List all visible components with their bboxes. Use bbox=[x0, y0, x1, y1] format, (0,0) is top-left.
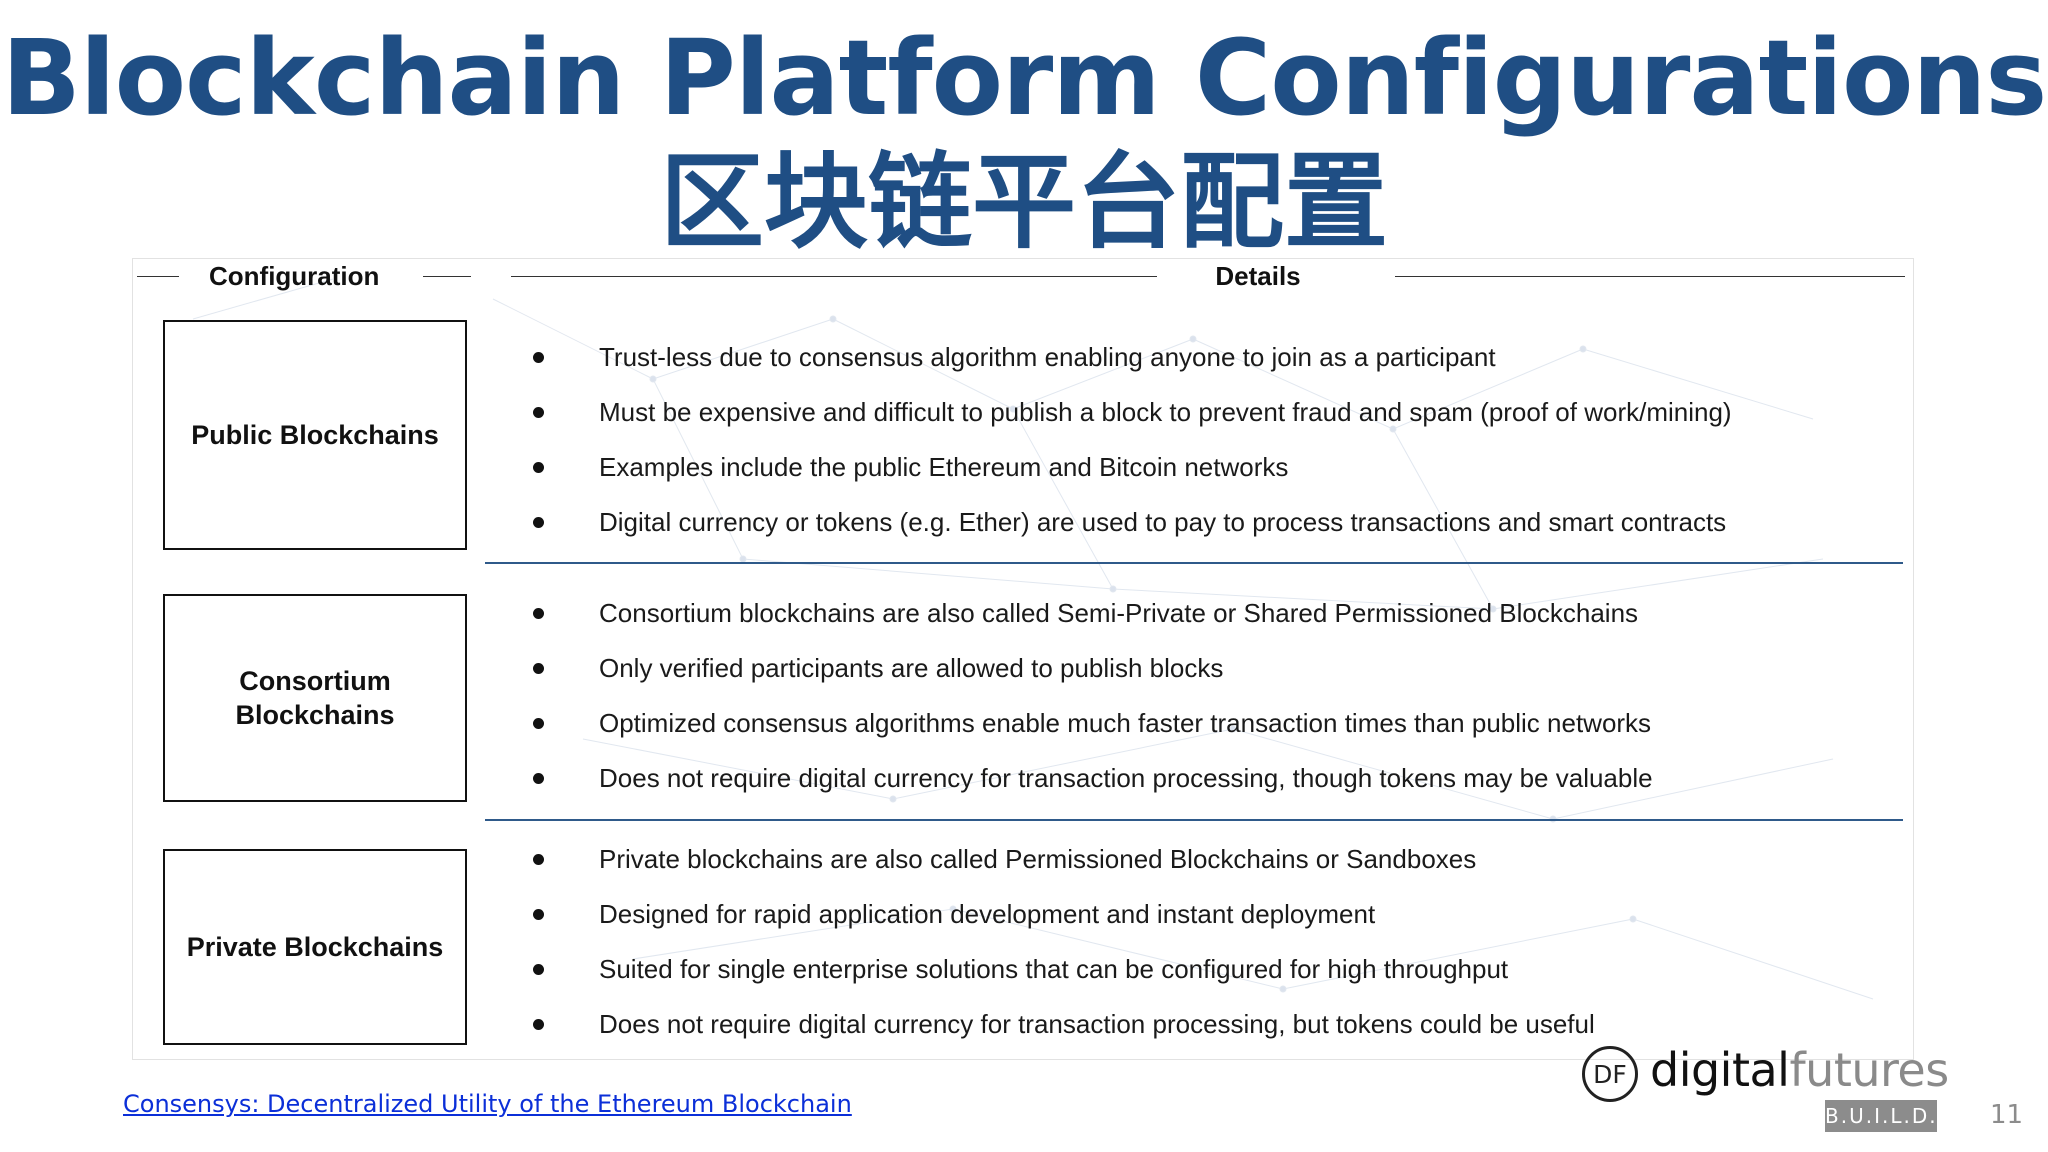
detail-item: Does not require digital currency for tr… bbox=[533, 758, 1653, 798]
logo-wordmark: digitalfutures bbox=[1650, 1042, 1949, 1098]
detail-text: Examples include the public Ethereum and… bbox=[599, 451, 1289, 482]
detail-text: Does not require digital currency for tr… bbox=[599, 1008, 1595, 1039]
bullet-icon bbox=[533, 717, 544, 729]
bullet-icon bbox=[533, 461, 544, 473]
bullet-icon bbox=[533, 351, 544, 363]
header-rule-mid bbox=[423, 276, 471, 277]
config-label-consortium: Consortium Blockchains bbox=[235, 666, 395, 730]
configuration-table: Configuration Details Public Blockchains… bbox=[132, 258, 1914, 1060]
detail-text: Consortium blockchains are also called S… bbox=[599, 597, 1639, 628]
header-rule-details-right bbox=[1395, 276, 1905, 277]
detail-text: Suited for single enterprise solutions t… bbox=[599, 953, 1509, 984]
header-rule-details-left bbox=[511, 276, 1157, 277]
bullet-icon bbox=[533, 406, 544, 418]
detail-item: Must be expensive and difficult to publi… bbox=[533, 392, 1732, 432]
detail-text: Trust-less due to consensus algorithm en… bbox=[599, 341, 1496, 372]
bullet-icon bbox=[533, 607, 544, 619]
logo-build-tag: B.U.I.L.D. bbox=[1825, 1100, 1937, 1132]
slide-title-english: Blockchain Platform Configurations bbox=[1, 17, 2048, 139]
detail-item: Digital currency or tokens (e.g. Ether) … bbox=[533, 502, 1726, 542]
detail-item: Designed for rapid application developme… bbox=[533, 894, 1375, 934]
detail-text: Must be expensive and difficult to publi… bbox=[599, 396, 1732, 427]
row-separator bbox=[485, 819, 1903, 821]
detail-text: Designed for rapid application developme… bbox=[599, 898, 1376, 929]
bullet-icon bbox=[533, 963, 544, 975]
config-label-private: Private Blockchains bbox=[186, 932, 444, 962]
header-details: Details bbox=[1215, 261, 1301, 291]
row-separator bbox=[485, 562, 1903, 564]
detail-text: Only verified participants are allowed t… bbox=[599, 652, 1224, 683]
logo-word-futures: futures bbox=[1789, 1043, 1949, 1097]
detail-item: Suited for single enterprise solutions t… bbox=[533, 949, 1508, 989]
config-box-private: Private Blockchains bbox=[163, 849, 467, 1045]
logo-word-digital: digital bbox=[1650, 1043, 1790, 1097]
detail-text: Does not require digital currency for tr… bbox=[599, 762, 1653, 793]
header-rule-left bbox=[137, 276, 179, 277]
bullet-icon bbox=[533, 516, 544, 528]
bullet-icon bbox=[533, 853, 544, 865]
bullet-icon bbox=[533, 908, 544, 920]
detail-item: Does not require digital currency for tr… bbox=[533, 1004, 1595, 1044]
config-label-public: Public Blockchains bbox=[191, 420, 439, 450]
detail-text: Private blockchains are also called Perm… bbox=[599, 843, 1477, 874]
detail-item: Consortium blockchains are also called S… bbox=[533, 593, 1638, 633]
slide-title-chinese: 区块链平台配置 bbox=[659, 141, 1388, 263]
config-box-consortium: Consortium Blockchains bbox=[163, 594, 467, 802]
digitalfutures-logo: DF digitalfutures B.U.I.L.D. bbox=[1582, 1043, 1949, 1134]
detail-item: Trust-less due to consensus algorithm en… bbox=[533, 337, 1496, 377]
detail-text: Optimized consensus algorithms enable mu… bbox=[599, 707, 1652, 738]
df-monogram-icon: DF bbox=[1582, 1046, 1638, 1102]
source-link[interactable]: Consensys: Decentralized Utility of the … bbox=[123, 1090, 852, 1118]
bullet-icon bbox=[533, 662, 544, 674]
header-configuration: Configuration bbox=[209, 261, 380, 291]
bullet-icon bbox=[533, 1018, 544, 1030]
detail-item: Examples include the public Ethereum and… bbox=[533, 447, 1288, 487]
detail-item: Only verified participants are allowed t… bbox=[533, 648, 1223, 688]
detail-item: Private blockchains are also called Perm… bbox=[533, 839, 1476, 879]
config-box-public: Public Blockchains bbox=[163, 320, 467, 550]
detail-item: Optimized consensus algorithms enable mu… bbox=[533, 703, 1651, 743]
page-number: 11 bbox=[1990, 1100, 2024, 1130]
bullet-icon bbox=[533, 772, 544, 784]
detail-text: Digital currency or tokens (e.g. Ether) … bbox=[599, 506, 1727, 537]
